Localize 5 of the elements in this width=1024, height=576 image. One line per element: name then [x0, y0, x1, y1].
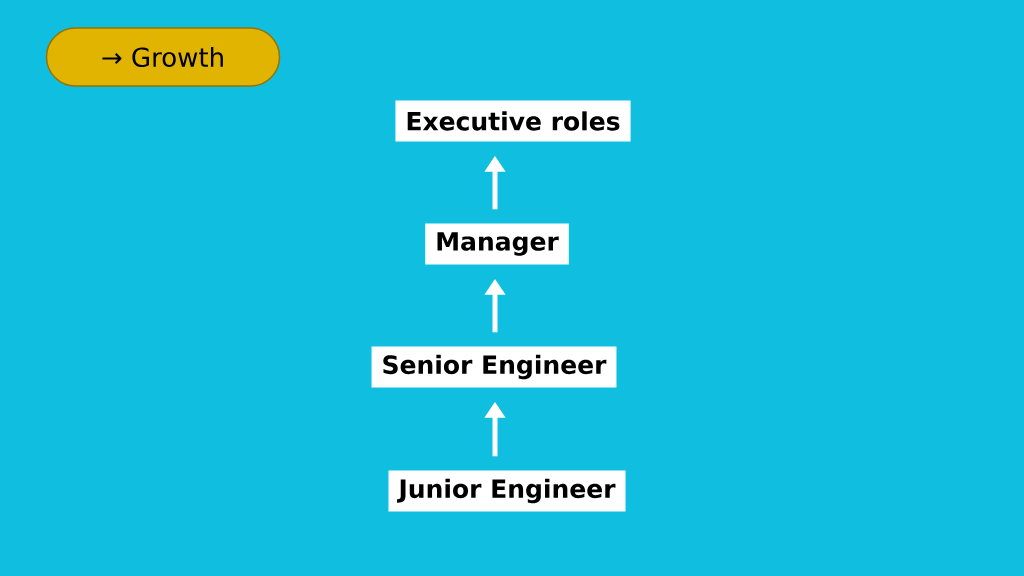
growth-badge: → Growth — [45, 27, 281, 87]
role-box: Junior Engineer — [388, 470, 626, 512]
role-box: Executive roles — [395, 100, 631, 142]
role-box: Senior Engineer — [371, 346, 617, 388]
role-box: Manager — [425, 223, 569, 265]
